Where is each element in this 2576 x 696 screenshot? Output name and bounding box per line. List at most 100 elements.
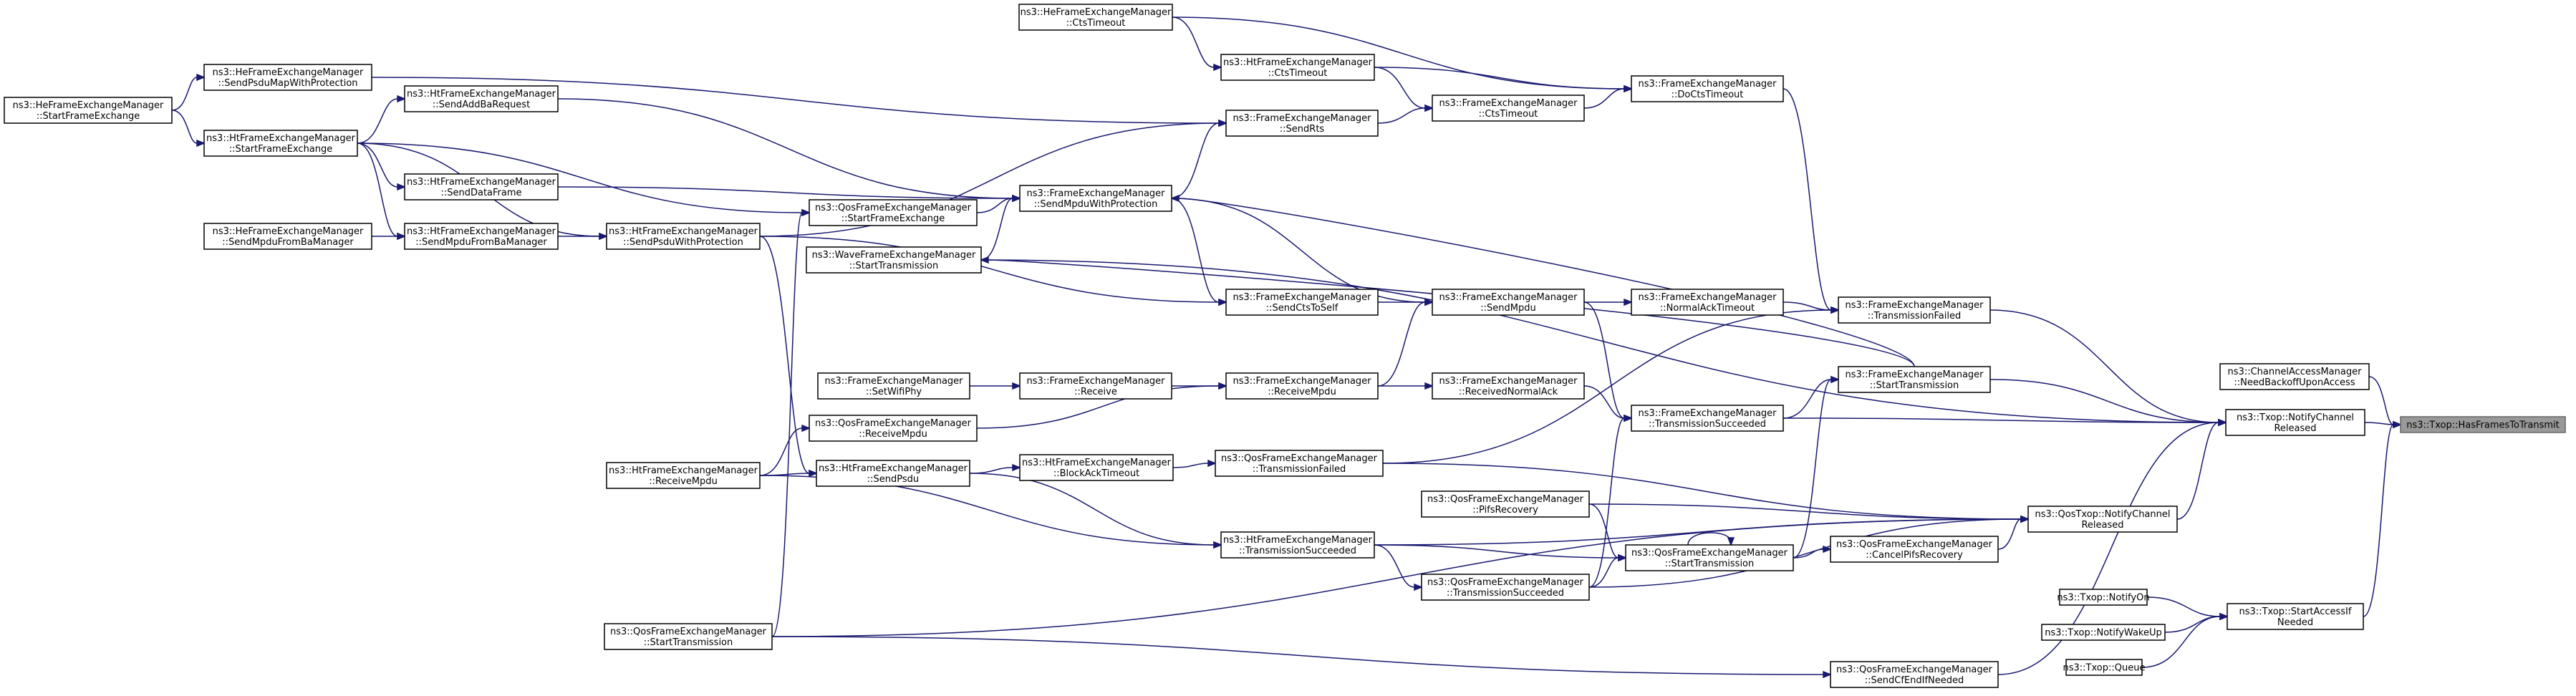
arrowhead	[1012, 382, 1022, 390]
arrowhead	[809, 469, 819, 478]
graph-node-ht-fem-send-add-ba-request[interactable]: ns3::HtFrameExchangeManager::SendAddBaRe…	[404, 85, 559, 112]
node-label-line: ::ReceiveMpdu	[649, 476, 718, 487]
arrowhead	[1207, 459, 1217, 468]
graph-node-qos-fem-send-cf-end-if-needed[interactable]: ns3::QosFrameExchangeManager::SendCfEndI…	[1830, 661, 1999, 688]
node-label-line: ns3::QosFrameExchangeManager	[815, 418, 972, 429]
node-box	[1421, 574, 1590, 601]
arrowhead	[2218, 418, 2228, 427]
root-node-root[interactable]: ns3::Txop::HasFramesToTransmit	[2400, 416, 2566, 433]
node-label-line: ns3::Txop::NotifyWakeUp	[2045, 628, 2162, 639]
graph-node-qos-fem-receive-mpdu[interactable]: ns3::QosFrameExchangeManager::ReceiveMpd…	[809, 415, 978, 442]
graph-node-qos-fem-start-transmission[interactable]: ns3::QosFrameExchangeManager::StartTrans…	[604, 623, 773, 650]
node-label-line: ns3::Txop::NotifyChannel	[2237, 412, 2354, 423]
graph-node-ht-fem-send-mpdu-from-ba-manager[interactable]: ns3::HtFrameExchangeManager::SendMpduFro…	[404, 223, 559, 250]
graph-node-ht-fem-cts-timeout[interactable]: ns3::HtFrameExchangeManager::CtsTimeout	[1220, 54, 1375, 81]
graph-node-qos-fem-start-transmission2[interactable]: ns3::QosFrameExchangeManager::StartTrans…	[1625, 544, 1794, 571]
graph-node-txop-queue[interactable]: ns3::Txop::Queue	[2063, 659, 2146, 676]
node-label-line: ns3::HtFrameExchangeManager	[609, 226, 758, 237]
node-box	[1838, 366, 1991, 393]
graph-node-fem-set-wifi-phy[interactable]: ns3::FrameExchangeManager::SetWifiPhy	[817, 372, 970, 400]
graph-node-fem-normal-ack-timeout[interactable]: ns3::FrameExchangeManager::NormalAckTime…	[1631, 289, 1784, 316]
node-label-line: ::SendDataFrame	[440, 188, 521, 198]
node-label-line: ::PifsRecovery	[1472, 505, 1538, 516]
graph-node-ht-fem-block-ack-timeout[interactable]: ns3::HtFrameExchangeManager::BlockAckTim…	[1019, 454, 1174, 481]
arrowhead	[1424, 382, 1434, 390]
graph-node-qos-fem-cancel-pifs-recovery[interactable]: ns3::QosFrameExchangeManager::CancelPifs…	[1830, 536, 1999, 563]
graph-node-fem-send-rts[interactable]: ns3::FrameExchangeManager::SendRts	[1225, 110, 1379, 137]
graph-node-he-fem-send-mpdu-from-ba-manager[interactable]: ns3::HeFrameExchangeManager::SendMpduFro…	[203, 223, 372, 250]
call-edge-wave-fem-start-transmission-to-fem-send-mpdu-with-protection	[980, 194, 1022, 261]
node-label-line: ns3::HtFrameExchangeManager	[407, 89, 556, 100]
graph-node-ht-fem-receive-mpdu[interactable]: ns3::HtFrameExchangeManager::ReceiveMpdu	[606, 462, 761, 489]
graph-node-ht-fem-start-frame-exchange[interactable]: ns3::HtFrameExchangeManager::StartFrameE…	[203, 130, 358, 157]
call-edge-qos-fem-start-transmission2-to-qos-fem-start-transmission2	[1687, 532, 1735, 547]
arrowhead	[1218, 298, 1228, 306]
node-label-line: ns3::FrameExchangeManager	[1232, 113, 1371, 124]
graph-node-ht-fem-send-psdu[interactable]: ns3::HtFrameExchangeManager::SendPsdu	[816, 460, 970, 487]
graph-node-he-fem-cts-timeout[interactable]: ns3::HeFrameExchangeManager::CtsTimeout	[1018, 4, 1173, 31]
node-box	[1421, 490, 1590, 518]
graph-node-qos-fem-transmission-failed[interactable]: ns3::QosFrameExchangeManager::Transmissi…	[1215, 450, 1384, 477]
graph-node-ch-access-need-backoff[interactable]: ns3::ChannelAccessManager::NeedBackoffUp…	[2219, 363, 2370, 390]
call-edge-ht-fem-block-ack-timeout-to-qos-fem-transmission-failed	[1172, 459, 1217, 468]
node-box	[2219, 363, 2370, 390]
graph-node-ht-fem-send-psdu-with-protection[interactable]: ns3::HtFrameExchangeManager::SendPsduWit…	[606, 223, 761, 250]
node-box	[1019, 372, 1172, 400]
arrowhead	[1218, 119, 1228, 127]
graph-node-qos-fem-pifs-recovery[interactable]: ns3::QosFrameExchangeManager::PifsRecove…	[1421, 490, 1590, 518]
graph-node-txop-notify-wake-up[interactable]: ns3::Txop::NotifyWakeUp	[2041, 624, 2166, 641]
graph-node-fem-receive-mpdu[interactable]: ns3::FrameExchangeManager::ReceiveMpdu	[1225, 372, 1379, 400]
graph-node-fem-send-mpdu[interactable]: ns3::FrameExchangeManager::SendMpdu	[1432, 289, 1585, 316]
graph-node-fem-send-cts-to-self[interactable]: ns3::FrameExchangeManager::SendCtsToSelf	[1225, 289, 1379, 316]
graph-node-fem-receive[interactable]: ns3::FrameExchangeManager::Receive	[1019, 372, 1172, 400]
node-label-line: ::StartTransmission	[1665, 559, 1755, 569]
arrowhead	[801, 424, 811, 432]
arrowhead	[1169, 194, 1180, 203]
graph-node-fem-transmission-succeeded[interactable]: ns3::FrameExchangeManager::TransmissionS…	[1631, 405, 1784, 432]
call-edge-ht-fem-send-psdu-to-ht-fem-block-ack-timeout	[969, 463, 1022, 474]
node-label-line: ns3::HtFrameExchangeManager	[1223, 57, 1373, 68]
call-edge-he-fem-start-frame-exchange-to-he-fem-send-psdu-map-with-protection	[171, 73, 206, 111]
node-label-line: ::TransmissionSucceeded	[1649, 419, 1766, 430]
node-label-line: ::TransmissionFailed	[1868, 311, 1961, 322]
node-label-line: ::ReceivedNormalAck	[1459, 387, 1558, 397]
graph-node-fem-start-transmission[interactable]: ns3::FrameExchangeManager::StartTransmis…	[1838, 366, 1991, 393]
call-edge-fem-transmission-failed-to-txop-notify-channel-released	[1989, 309, 2228, 427]
call-edge-fem-send-rts-to-fem-cts-timeout	[1377, 104, 1434, 124]
node-label-line: ns3::QosFrameExchangeManager	[1631, 548, 1788, 559]
graph-node-he-fem-send-psdu-map-with-protection[interactable]: ns3::HeFrameExchangeManager::SendPsduMap…	[203, 64, 372, 91]
graph-node-fem-cts-timeout[interactable]: ns3::FrameExchangeManager::CtsTimeout	[1432, 95, 1585, 122]
node-box	[1830, 536, 1999, 563]
graph-node-fem-send-mpdu-with-protection[interactable]: ns3::FrameExchangeManager::SendMpduWithP…	[1019, 185, 1172, 212]
node-box	[2041, 624, 2166, 641]
graph-node-fem-received-normal-ack[interactable]: ns3::FrameExchangeManager::ReceivedNorma…	[1432, 372, 1585, 400]
graph-node-ht-fem-transmission-succeeded[interactable]: ns3::HtFrameExchangeManager::Transmissio…	[1220, 531, 1375, 559]
node-label-line: ns3::HtFrameExchangeManager	[1022, 458, 1172, 468]
graph-node-he-fem-start-frame-exchange[interactable]: ns3::HeFrameExchangeManager::StartFrameE…	[4, 97, 173, 124]
node-label-line: ::TransmissionFailed	[1253, 464, 1346, 475]
node-label-line: ::ReceiveMpdu	[859, 429, 927, 440]
graph-node-wave-fem-start-transmission[interactable]: ns3::WaveFrameExchangeManager::StartTran…	[806, 246, 982, 274]
node-label-line: ns3::FrameExchangeManager	[1026, 188, 1165, 199]
node-label-line: ns3::FrameExchangeManager	[1638, 292, 1777, 303]
node-box	[1432, 289, 1585, 316]
graph-node-qos-fem-start-frame-exchange[interactable]: ns3::QosFrameExchangeManager::StartFrame…	[809, 199, 978, 226]
node-label-line: ns3::FrameExchangeManager	[1232, 292, 1371, 303]
graph-node-ht-fem-send-data-frame[interactable]: ns3::HtFrameExchangeManager::SendDataFra…	[404, 173, 559, 200]
graph-node-txop-notify-on[interactable]: ns3::Txop::NotifyOn	[2057, 589, 2150, 606]
call-edge-ht-fem-send-psdu-with-protection-to-fem-send-cts-to-self	[759, 236, 1228, 306]
call-edge-qos-txop-notify-channel-released-to-txop-notify-channel-released	[2176, 418, 2228, 520]
graph-node-fem-do-cts-timeout[interactable]: ns3::FrameExchangeManager::DoCtsTimeout	[1631, 75, 1784, 102]
node-label-line: ::SendMpdu	[1480, 303, 1535, 314]
node-label-line: ::CtsTimeout	[1268, 68, 1328, 79]
node-box	[806, 246, 982, 274]
graph-node-fem-transmission-failed[interactable]: ns3::FrameExchangeManager::TransmissionF…	[1838, 296, 1991, 324]
graph-node-qos-fem-transmission-succeeded[interactable]: ns3::QosFrameExchangeManager::Transmissi…	[1421, 574, 1590, 601]
node-box	[1019, 454, 1174, 481]
node-box	[2227, 603, 2364, 630]
node-box	[2400, 416, 2566, 433]
